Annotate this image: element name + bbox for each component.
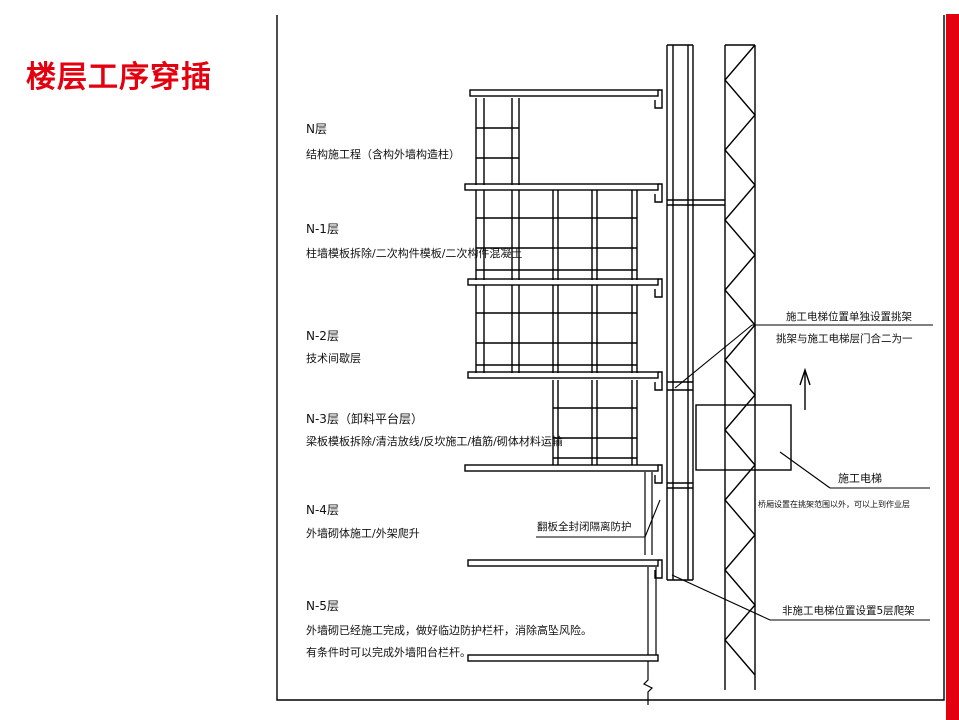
elevator-cage xyxy=(695,367,811,471)
leader-lines xyxy=(536,324,933,621)
floor-n5-name: N-5层 xyxy=(306,599,339,613)
formwork-frames xyxy=(475,98,638,465)
floor-n2-name: N-2层 xyxy=(306,329,339,343)
elevator-mast xyxy=(724,44,756,690)
floor-n1-desc: 柱墙模板拆除/二次构件模板/二次构件混凝土 xyxy=(306,246,522,260)
exterior-wall xyxy=(642,472,657,705)
slide-accent-bar xyxy=(946,14,959,720)
floor-labels: N层 结构施工程（含构外墙构造柱） N-1层 柱墙模板拆除/二次构件模板/二次构… xyxy=(306,122,592,659)
drawing-frame xyxy=(276,15,945,701)
callout-closed-protection: 翻板全封闭隔离防护 xyxy=(537,520,632,533)
floor-n1-name: N-1层 xyxy=(306,222,339,236)
floor-n2-desc: 技术间歇层 xyxy=(306,352,361,365)
slide-title: 楼层工序穿插 xyxy=(26,60,212,95)
floor-n5-desc-line1: 外墙砌已经施工完成，做好临边防护栏杆，消除高坠风险。 xyxy=(306,623,592,637)
callout-elevator-note: 桥厢设置在挑架范围以外，可以上到作业层 xyxy=(758,499,910,509)
floor-n5-desc-line2: 有条件时可以完成外墙阳台栏杆。 xyxy=(306,645,471,659)
climbing-scaffold xyxy=(666,44,725,581)
callout-elevator: 施工电梯 xyxy=(838,472,882,485)
floor-n4-name: N-4层 xyxy=(306,503,339,517)
callout-scaffold-line2: 挑架与施工电梯层门合二为一 xyxy=(776,332,913,345)
callout-labels: 施工电梯位置单独设置挑架 挑架与施工电梯层门合二为一 施工电梯 桥厢设置在挑架范… xyxy=(537,310,915,617)
floor-n-name: N层 xyxy=(306,122,327,136)
floor-n3-name: N-3层（卸料平台层） xyxy=(306,411,423,426)
callout-scaffold-line1: 施工电梯位置单独设置挑架 xyxy=(786,310,912,323)
callout-climbing-frame: 非施工电梯位置设置5层爬架 xyxy=(782,604,915,617)
floor-n3-desc: 梁板模板拆除/清洁放线/反坎施工/植筋/砌体材料运输 xyxy=(306,434,563,448)
floor-n-desc: 结构施工程（含构外墙构造柱） xyxy=(306,147,460,161)
floor-n4-desc: 外墙砌体施工/外架爬升 xyxy=(306,526,420,540)
floor-slabs xyxy=(464,89,663,662)
